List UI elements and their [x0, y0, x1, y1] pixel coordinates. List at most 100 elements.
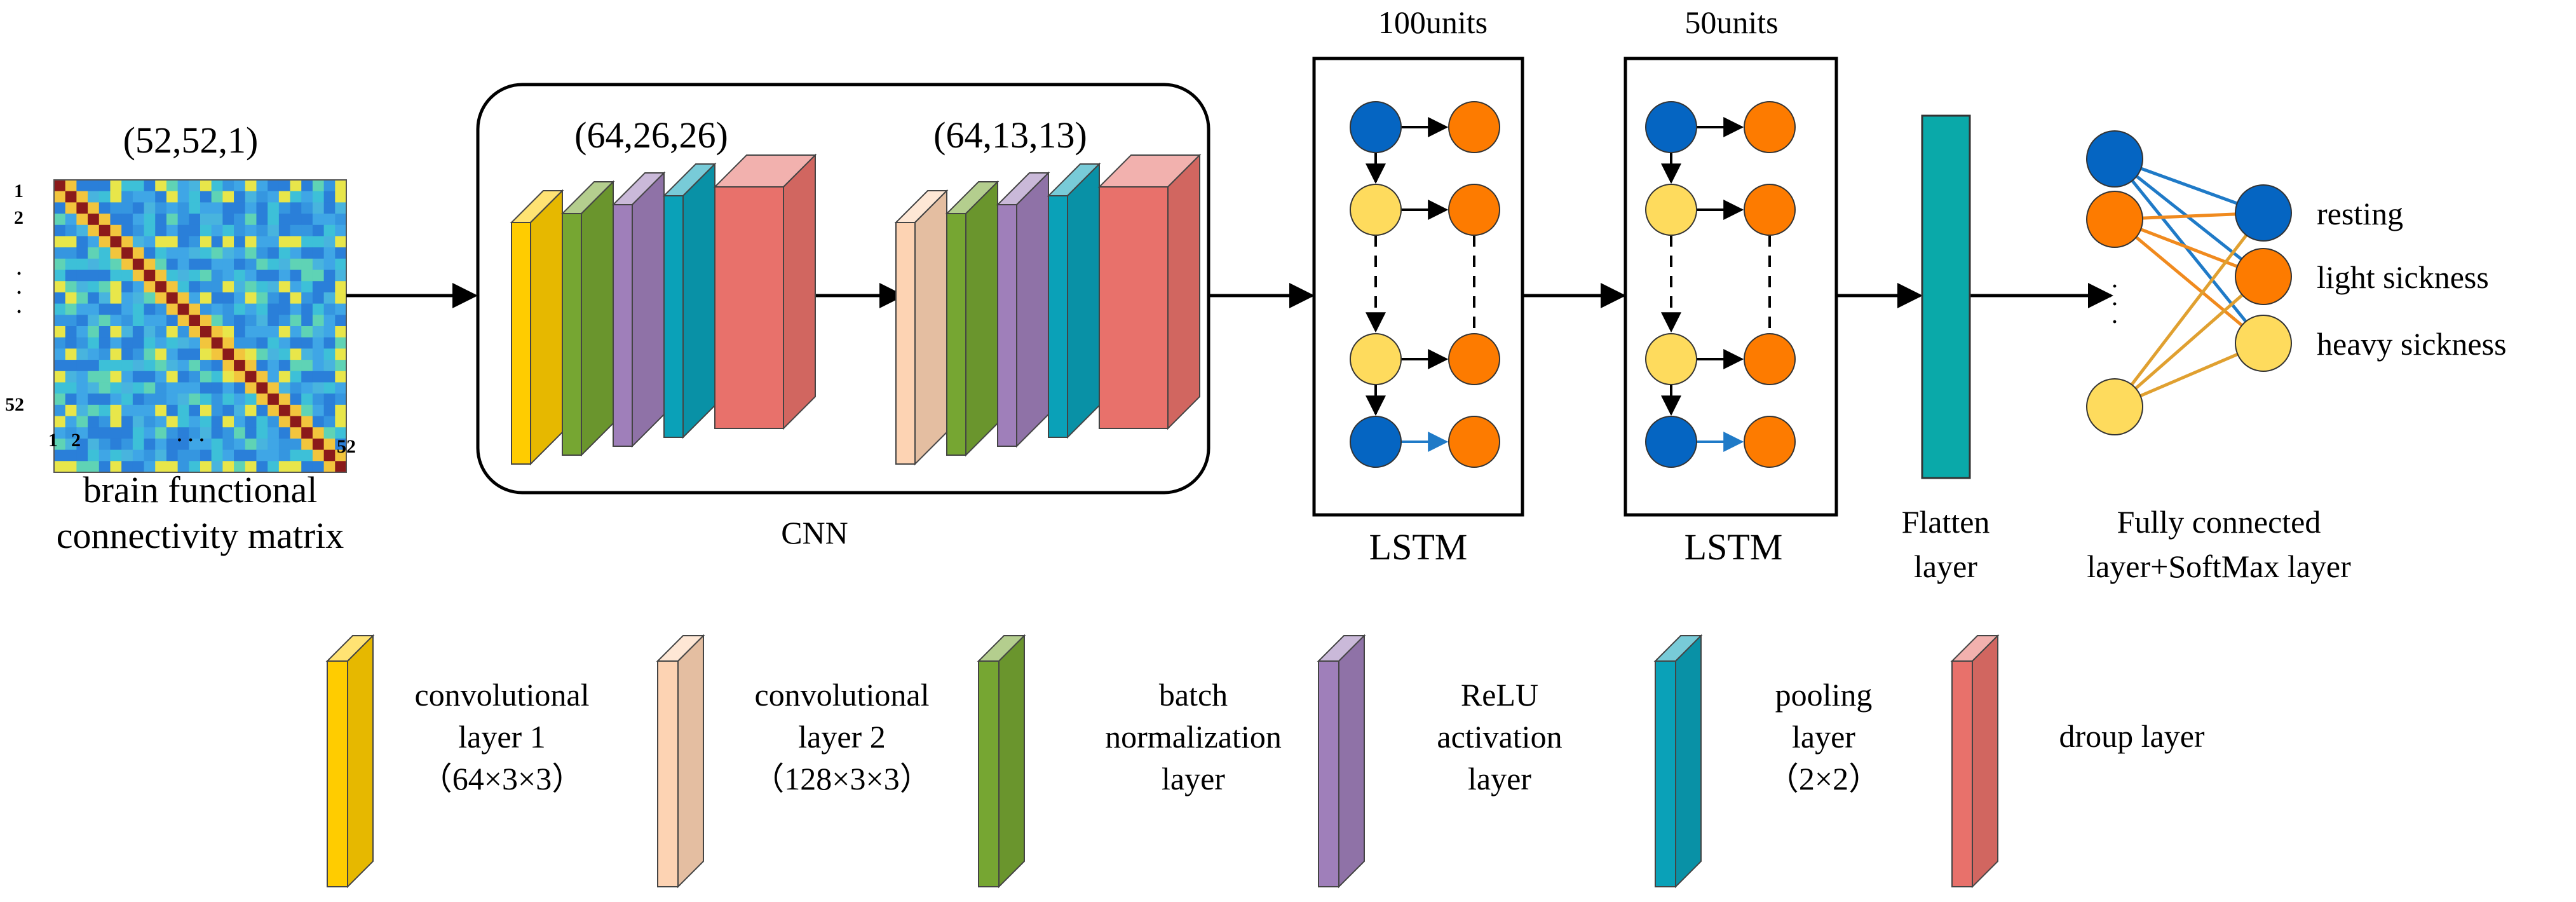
legend-batchnorm-label-line-2: normalization: [1105, 719, 1282, 755]
legend-conv2-label-line-3: （128×3×3）: [752, 761, 931, 796]
cnn-caption: CNN: [781, 515, 848, 550]
legend-pooling-label-line-3: （2×2）: [1767, 761, 1880, 796]
matrix-row-tick-last: 52: [5, 394, 24, 415]
legend-swatch-relu: [1317, 634, 1366, 889]
lstm-1-caption: LSTM: [1369, 526, 1468, 568]
cnn-block: (64,26,26) (64,13,13) CNN: [476, 83, 1210, 550]
matrix-row-tick-dot-1: ·: [16, 263, 22, 284]
matrix-col-tick-1: 1: [48, 430, 58, 451]
cnn-stack-1-slab-relu: [611, 171, 666, 448]
lstm-2-frame: [1624, 57, 1838, 517]
legend-conv1-label-line-2: layer 1: [458, 719, 545, 755]
lstm-1-frame: [1312, 57, 1524, 517]
fc-input-node-1: [2086, 130, 2143, 188]
lstm-1-right-node-2: [1448, 184, 1500, 236]
lstm-1-left-node-1: [1350, 101, 1402, 153]
cnn-stack-1-slab-dropout: [713, 153, 817, 430]
lstm-1-left-node-4: [1350, 416, 1402, 468]
cnn-stack-2-slab-pooling: [1047, 162, 1101, 439]
cnn-layer-stack-2: [894, 153, 1202, 466]
matrix-caption-line2: connectivity matrix: [57, 515, 344, 556]
matrix-row-tick-dot-2: ·: [16, 282, 22, 303]
fc-ellipsis-dot-3: ·: [2112, 311, 2118, 332]
lstm-block-1: 100units LSTM: [1312, 4, 1524, 568]
matrix-row-tick-1: 1: [14, 181, 24, 202]
lstm-1-right-node-1: [1448, 101, 1500, 153]
legend-item-conv2: convolutional layer 2 （128×3×3）: [656, 634, 932, 889]
lstm-2-left-node-2: [1645, 184, 1697, 236]
legend-swatch-dropout: [1950, 634, 2000, 889]
legend-swatch-conv2: [656, 634, 705, 889]
legend-item-batchnorm: batch normalization layer: [977, 634, 1282, 889]
cnn-stack-2-slab-conv2: [894, 189, 949, 466]
legend-conv1-label-line-3: （64×3×3）: [421, 761, 583, 796]
matrix-col-tick-last: 52: [337, 436, 356, 457]
legend-batchnorm-label-line-1: batch: [1159, 677, 1228, 713]
fc-output-label-3: heavy sickness: [2317, 326, 2507, 362]
connectivity-matrix-group: (52,52,1) 1 2 · · · 52 1 2 · · · 52 brai…: [5, 120, 356, 556]
lstm-block-2: 50units LSTM: [1624, 4, 1838, 568]
legend-relu-label-line-3: layer: [1468, 761, 1531, 796]
fc-output-node-2: [2235, 248, 2292, 305]
legend-item-dropout: droup layer: [1950, 634, 2205, 889]
matrix-row-tick-dot-3: ·: [16, 301, 22, 322]
lstm-1-left-node-2: [1350, 184, 1402, 236]
fc-input-node-3: [2086, 378, 2143, 435]
lstm-1-right-node-3: [1448, 333, 1500, 385]
legend-relu-label-line-2: activation: [1437, 719, 1562, 755]
flatten-caption-line2: layer: [1914, 549, 1977, 584]
lstm-2-right-node-1: [1744, 101, 1796, 153]
matrix-col-tick-dots: · · ·: [176, 430, 205, 451]
cnn-frame: [476, 83, 1210, 495]
cnn-stack-1-slab-pooling: [662, 162, 717, 439]
cnn-stack-2-slab-batchnorm: [945, 180, 1000, 457]
fc-caption-line2: layer+SoftMax layer: [2087, 549, 2351, 584]
lstm-2-caption: LSTM: [1685, 526, 1783, 568]
legend-batchnorm-label-line-3: layer: [1162, 761, 1225, 796]
cnn-stack-1-slab-conv1: [510, 189, 564, 466]
legend-item-conv1: convolutional layer 1 （64×3×3）: [325, 634, 590, 889]
fc-input-node-2: [2086, 191, 2143, 248]
fc-softmax-block: Fully connected layer+SoftMax layer ···r…: [2086, 130, 2507, 584]
legend-conv1-label-line-1: convolutional: [415, 677, 590, 713]
legend-conv2-label-line-2: layer 2: [798, 719, 885, 755]
lstm-2-right-node-2: [1744, 184, 1796, 236]
lstm-2-right-node-3: [1744, 333, 1796, 385]
cnn-shape-2: (64,13,13): [933, 114, 1087, 156]
cnn-layer-stack-1: [510, 153, 817, 466]
legend-swatch-pooling: [1653, 634, 1703, 889]
flatten-caption-line1: Flatten: [1902, 504, 1990, 540]
lstm-1-left-node-3: [1350, 333, 1402, 385]
matrix-caption-line1: brain functional: [83, 469, 318, 510]
matrix-row-tick-2: 2: [14, 207, 24, 228]
fc-output-label-1: resting: [2317, 196, 2403, 231]
fc-output-label-2: light sickness: [2317, 259, 2489, 295]
flatten-layer-bar: [1921, 114, 1971, 479]
legend-item-pooling: pooling layer （2×2）: [1653, 634, 1880, 889]
fc-caption-line1: Fully connected: [2117, 504, 2321, 540]
fc-ellipsis-dot-1: ·: [2112, 276, 2118, 297]
fc-output-node-1: [2235, 184, 2292, 242]
legend-pooling-label-line-2: layer: [1792, 719, 1855, 755]
legend-conv2-label-line-1: convolutional: [755, 677, 930, 713]
cnn-stack-2-slab-relu: [996, 171, 1050, 448]
lstm-2-left-node-3: [1645, 333, 1697, 385]
cnn-stack-2-slab-dropout: [1097, 153, 1202, 430]
legend-pooling-label-line-1: pooling: [1775, 677, 1873, 713]
legend-dropout-label-line-1: droup layer: [2059, 718, 2204, 754]
cnn-stack-1-slab-batchnorm: [560, 180, 615, 457]
fc-ellipsis-dot-2: ·: [2112, 294, 2118, 315]
legend-swatch-conv1: [325, 634, 375, 889]
cnn-shape-1: (64,26,26): [574, 114, 728, 156]
lstm-1-units: 100units: [1378, 4, 1488, 40]
legend-swatch-batchnorm: [977, 634, 1026, 889]
connectivity-matrix-heatmap: [53, 179, 347, 473]
lstm-2-left-node-4: [1645, 416, 1697, 468]
lstm-2-right-node-4: [1744, 416, 1796, 468]
fc-output-node-3: [2235, 315, 2292, 372]
matrix-shape-label: (52,52,1): [123, 120, 259, 161]
lstm-2-left-node-1: [1645, 101, 1697, 153]
